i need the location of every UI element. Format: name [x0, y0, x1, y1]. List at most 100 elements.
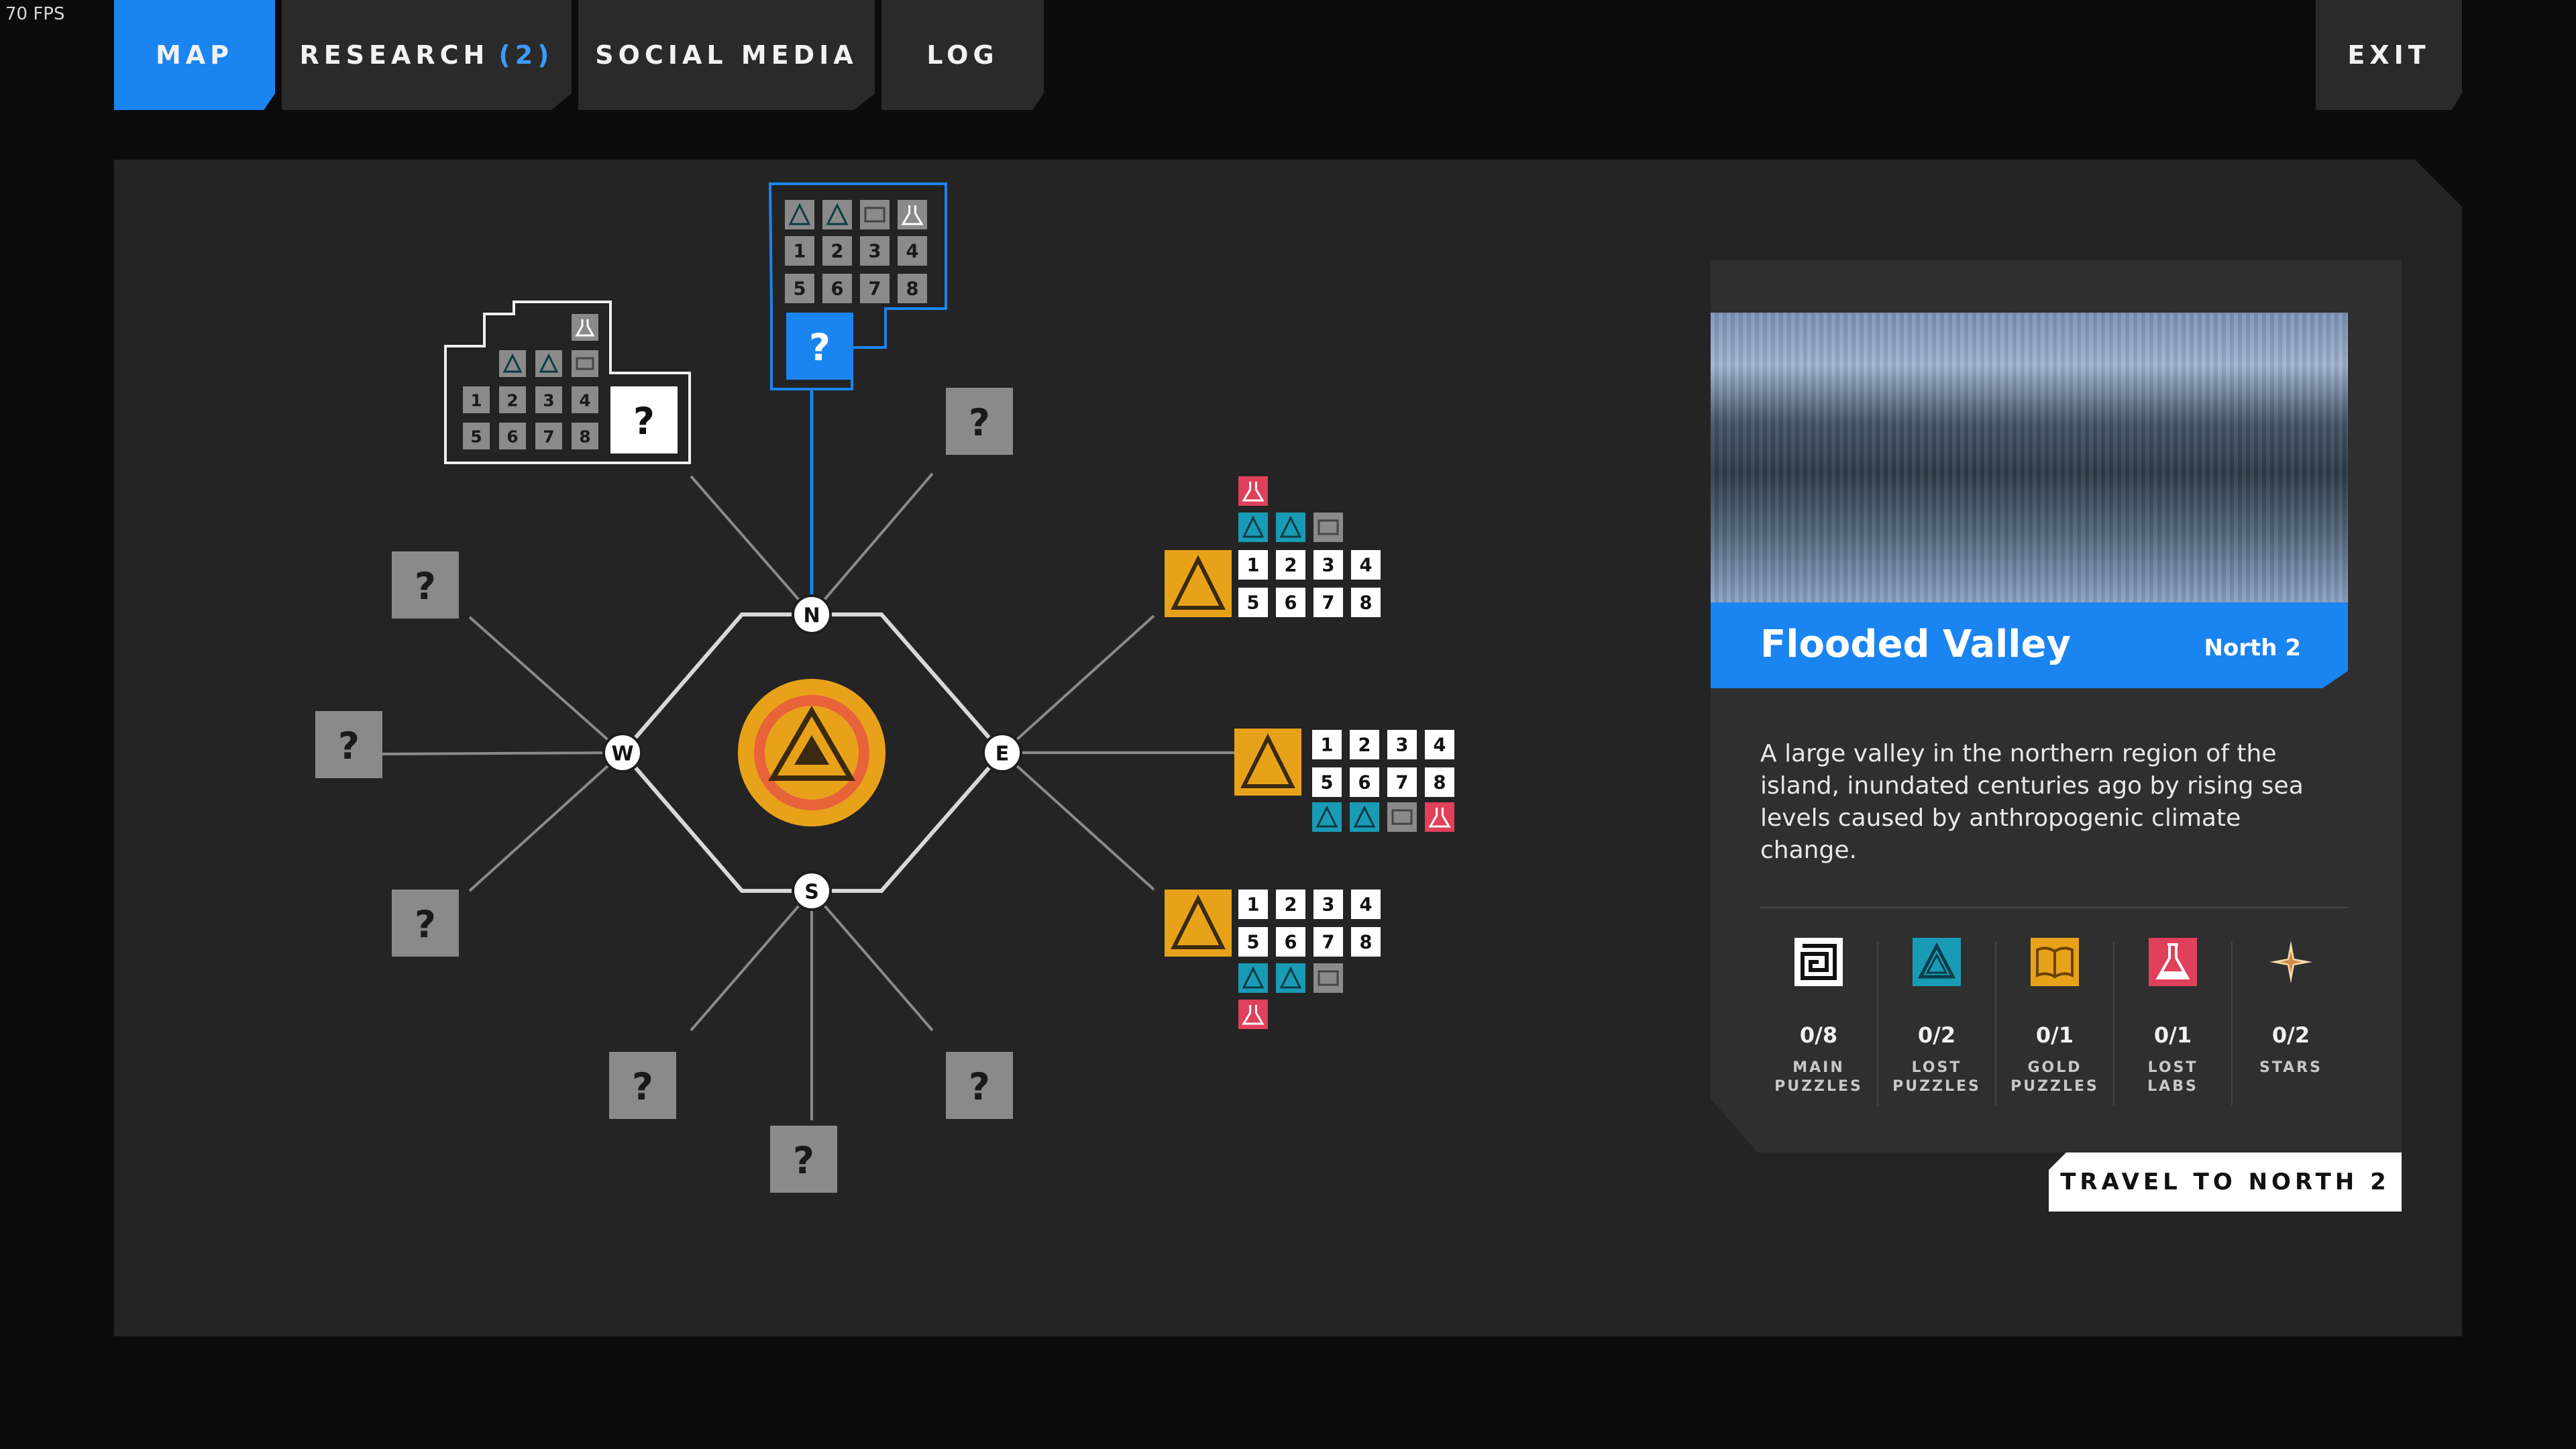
tab-social-media[interactable]: SOCIAL MEDIA [578, 0, 875, 110]
unknown-location-node[interactable]: ? [392, 890, 459, 957]
compass-s[interactable]: S [792, 871, 832, 911]
question-mark: ? [969, 1065, 990, 1108]
puzzle-number: 3 [543, 391, 554, 411]
tab-log-label: LOG [926, 40, 999, 70]
puzzle-number: 2 [831, 241, 844, 262]
stat-lost-puzzles: 0/2 LOST PUZZLES [1886, 936, 1987, 1096]
puzzle-tile [1351, 588, 1381, 617]
unknown-location-node[interactable]: ? [392, 551, 459, 619]
puzzle-number: 1 [794, 241, 806, 262]
puzzle-number: 3 [869, 241, 881, 262]
stat-label: LOST PUZZLES [1892, 1059, 1981, 1095]
stat-lost-labs: 0/1 LOST LABS [2123, 936, 2223, 1096]
stat-label: MAIN PUZZLES [1774, 1059, 1863, 1095]
puzzle-number: 4 [1360, 895, 1373, 916]
puzzle-tile [1313, 927, 1343, 957]
question-mark: ? [338, 724, 360, 767]
puzzle-tile [1313, 588, 1343, 617]
research-count-badge: (2) [498, 40, 554, 70]
stat-label: GOLD PUZZLES [2010, 1059, 2099, 1095]
compass-n[interactable]: N [792, 594, 832, 635]
compass-label: W [611, 743, 633, 766]
unknown-location-node[interactable]: ? [315, 711, 382, 778]
puzzle-tile [1238, 550, 1268, 580]
puzzle-tile [1351, 927, 1381, 957]
puzzle-tile [499, 423, 526, 449]
stat-value: 0/1 [2153, 1022, 2192, 1048]
question-mark: ? [969, 401, 990, 444]
unknown-tile [392, 551, 459, 619]
puzzle-tile [1425, 767, 1454, 797]
selected-unknown-tile[interactable]: ? [786, 313, 853, 380]
compass-label: S [804, 881, 819, 904]
compass-w[interactable]: W [602, 733, 643, 773]
puzzle-tile [1238, 927, 1268, 957]
tab-map[interactable]: MAP [114, 0, 275, 110]
question-mark: ? [415, 565, 436, 608]
divider [2231, 942, 2233, 1106]
hub-emblem[interactable] [738, 679, 885, 826]
unknown-tile [315, 711, 382, 778]
puzzle-number: 1 [1247, 555, 1260, 576]
puzzle-tile [1276, 588, 1305, 617]
puzzle-number: 7 [869, 279, 881, 300]
compass-label: E [996, 743, 1010, 766]
hovered-unknown-tile[interactable]: ? [610, 386, 678, 453]
unknown-location-node[interactable]: ? [770, 1126, 837, 1193]
unknown-tile [392, 890, 459, 957]
puzzle-number: 7 [1322, 932, 1335, 953]
unknown-tile [609, 1052, 676, 1119]
puzzle-number: 6 [506, 427, 518, 447]
puzzle-tile [1276, 550, 1305, 580]
puzzle-number: 1 [470, 391, 482, 411]
puzzle-tile [535, 423, 562, 449]
puzzle-number: 4 [906, 241, 919, 262]
flask-icon [2149, 938, 2197, 986]
puzzle-number: 2 [1358, 735, 1371, 756]
star-icon [2269, 941, 2312, 983]
flask-icon [572, 314, 598, 341]
puzzle-tile [1313, 890, 1343, 919]
unknown-location-node[interactable]: ? [609, 1052, 676, 1119]
location-name: Flooded Valley [1760, 623, 2071, 666]
compass-e[interactable]: E [982, 733, 1022, 773]
puzzle-number: 8 [1434, 773, 1446, 794]
exit-button[interactable]: EXIT [2316, 0, 2462, 110]
question-mark: ? [633, 400, 655, 443]
puzzle-number: 2 [506, 391, 518, 411]
puzzle-number: 1 [1247, 895, 1260, 916]
tab-map-label: MAP [155, 40, 234, 70]
compass-circle [982, 733, 1022, 773]
question-mark: ? [809, 326, 830, 369]
puzzle-number: 7 [1322, 593, 1335, 614]
travel-button[interactable]: TRAVEL TO NORTH 2 [2049, 1152, 2402, 1212]
puzzle-tile [785, 236, 814, 266]
puzzle-number: 7 [543, 427, 554, 447]
location-description: A large valley in the northern region of… [1760, 740, 2304, 864]
unknown-location-node[interactable]: ? [946, 1052, 1013, 1119]
puzzle-number: 6 [1358, 773, 1371, 794]
puzzle-tile [1312, 730, 1342, 759]
stat-value: 0/2 [1917, 1022, 1956, 1048]
puzzle-number: 7 [1396, 773, 1409, 794]
puzzle-tile [1312, 767, 1342, 797]
tab-log[interactable]: LOG [881, 0, 1044, 110]
puzzle-number: 3 [1396, 735, 1409, 756]
puzzle-number: 1 [1321, 735, 1334, 756]
question-mark: ? [632, 1065, 653, 1108]
puzzle-tile [1425, 730, 1454, 759]
unknown-location-node[interactable]: ? [946, 388, 1013, 455]
tab-research[interactable]: RESEARCH (2) [282, 0, 572, 110]
puzzle-number: 8 [579, 427, 590, 447]
puzzle-tile [1351, 890, 1381, 919]
puzzle-tile [1350, 730, 1379, 759]
unknown-tile [946, 1052, 1013, 1119]
tab-social-label: SOCIAL MEDIA [595, 40, 858, 70]
puzzle-tile [463, 423, 490, 449]
divider [1877, 942, 1878, 1106]
puzzle-tile [572, 423, 598, 449]
puzzle-tile [785, 274, 814, 303]
